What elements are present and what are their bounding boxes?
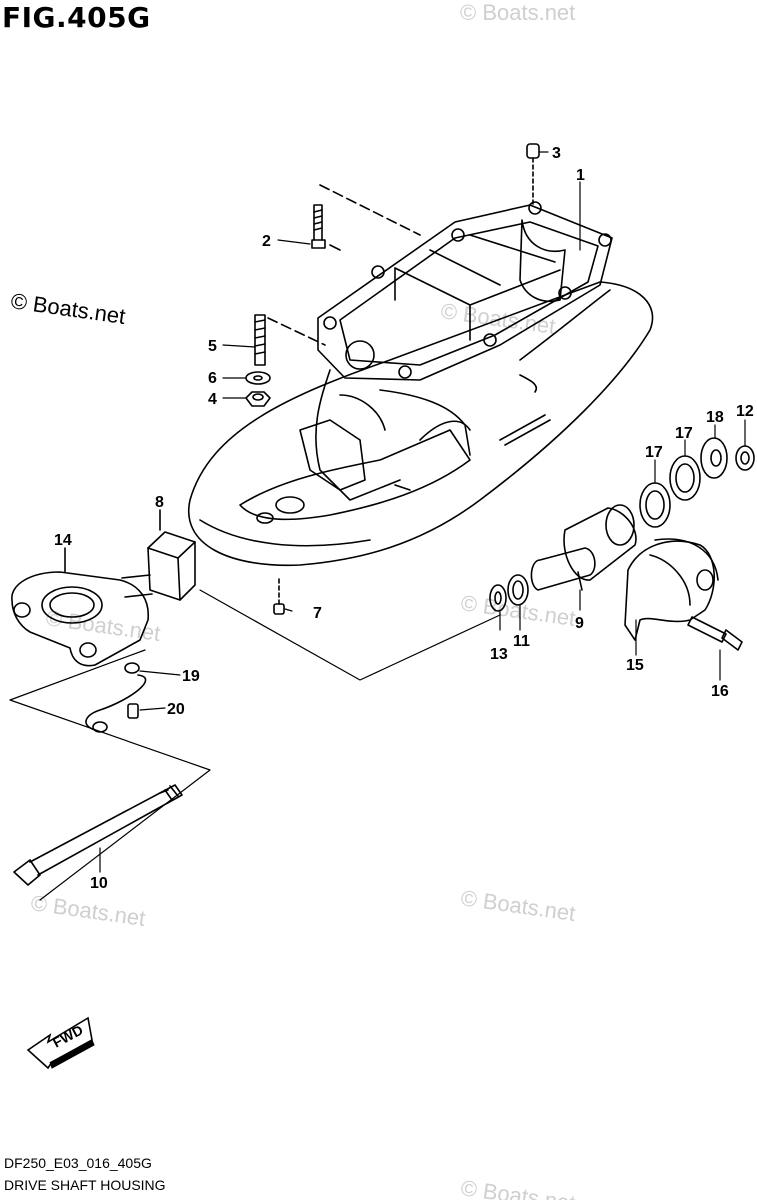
watermark-faint: © Boats.net (459, 885, 577, 926)
part-5-stud (254, 314, 266, 366)
leader-dashed (319, 184, 421, 236)
callout-7: 7 (313, 605, 322, 622)
watermark-faint: © Boats.net (459, 1175, 577, 1200)
watermark-faint: © Boats.net (29, 890, 147, 931)
callout-2: 2 (262, 233, 271, 250)
part-3-pin (526, 143, 540, 159)
callout-13: 13 (490, 646, 508, 663)
callout-4: 4 (208, 391, 217, 408)
callout-8: 8 (155, 494, 164, 511)
callout-17: 17 (645, 444, 663, 461)
part-19-ground-wire (85, 662, 147, 733)
figure-code: DF250_E03_016_405G (4, 1155, 152, 1171)
part-13-washer (489, 584, 507, 612)
part-17-washer (669, 455, 701, 501)
callout-16: 16 (711, 683, 729, 700)
watermark-main: © Boats.net (9, 288, 127, 329)
drive-shaft-housing (187, 201, 654, 567)
callout-15: 15 (626, 657, 644, 674)
part-20-bolt (127, 703, 139, 719)
part-18-washer (700, 437, 728, 479)
figure-title: FIG.405G (2, 1, 151, 34)
callout-18: 18 (706, 409, 724, 426)
callout-6: 6 (208, 370, 217, 387)
callout-9: 9 (575, 615, 584, 632)
figure-name: DRIVE SHAFT HOUSING (4, 1177, 166, 1193)
part-15-bracket (624, 538, 719, 641)
callout-10: 10 (90, 875, 108, 892)
part-16-bolt (687, 616, 743, 651)
callout-20: 20 (167, 701, 185, 718)
leader-dashed (267, 317, 326, 346)
callout-5: 5 (208, 338, 217, 355)
callout-11: 11 (513, 633, 530, 650)
watermark-faint: © Boats.net (459, 590, 577, 631)
callout-12: 12 (736, 403, 754, 420)
part-10-long-bolt (13, 784, 183, 886)
watermark-faint: © Boats.net (460, 0, 575, 25)
part-8-sensor (121, 509, 196, 601)
part-14-clamp (11, 547, 149, 667)
leader-dashed (329, 244, 341, 251)
callout-19: 19 (182, 668, 200, 685)
assembly-line (9, 649, 211, 901)
part-11-washer (507, 574, 529, 606)
callout-17: 17 (675, 425, 693, 442)
part-4-nut (245, 391, 271, 407)
callout-14: 14 (54, 532, 72, 549)
part-6-washer (245, 371, 271, 385)
watermark-faint: © Boats.net (44, 605, 162, 646)
part-7-bolt (273, 577, 285, 615)
callout-leaders (99, 151, 746, 873)
callout-1: 1 (576, 167, 585, 184)
assembly-line (199, 589, 501, 681)
part-12-nut (735, 445, 755, 471)
fwd-direction-arrow: FWD (26, 1016, 95, 1070)
part-17-washer (639, 482, 671, 528)
part-9-mount (530, 504, 637, 591)
part-2-bolt (311, 204, 326, 249)
callout-3: 3 (552, 145, 561, 162)
